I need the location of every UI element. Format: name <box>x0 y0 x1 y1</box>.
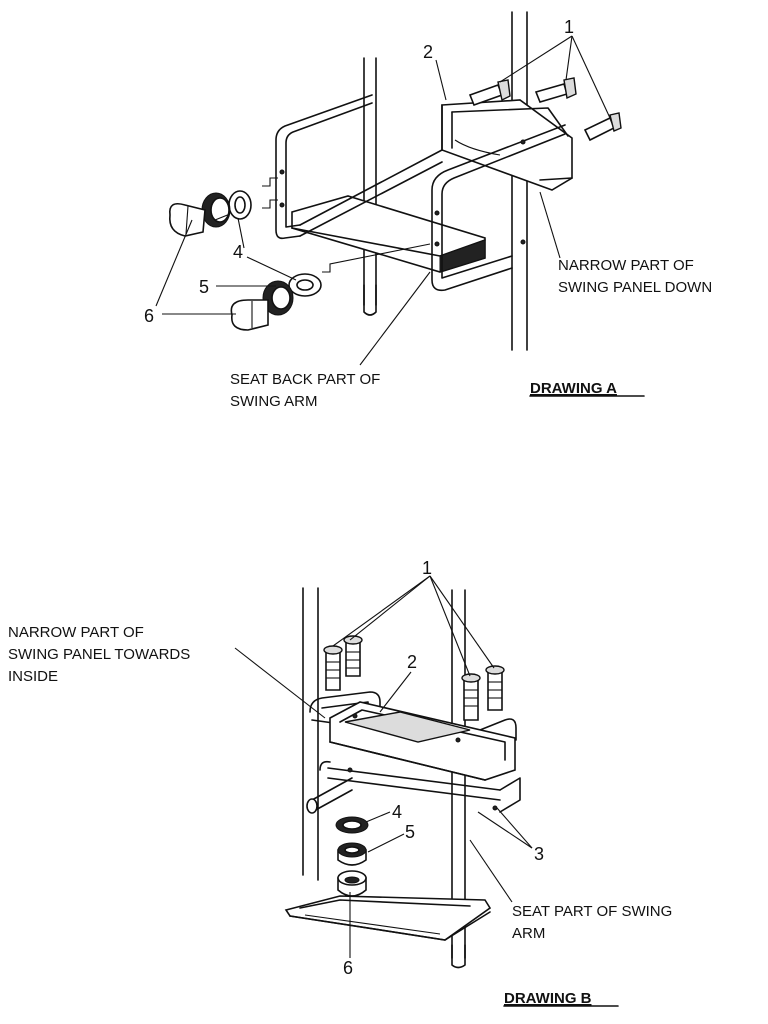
note-seat-b-line2: ARM <box>512 925 545 942</box>
note-narrow-b-line1: NARROW PART OF <box>8 624 144 641</box>
callout-b-4: 4 <box>392 802 402 822</box>
drawing-b: 1 2 3 4 5 6 NARROW PART OF SWING PANEL T… <box>8 558 672 1007</box>
leaders-a <box>155 35 611 366</box>
drawing-a: 1 2 4 5 6 NARROW PART OF SWING PANEL DOW… <box>144 11 712 410</box>
post-right-a <box>511 11 528 351</box>
seat-board-b <box>284 895 492 941</box>
washer-a-upper <box>228 190 252 220</box>
acorn-nut-b <box>337 870 367 897</box>
bolt-a-1 <box>468 79 511 107</box>
post-left-a <box>363 57 377 316</box>
acorn-nut-a-lower <box>230 299 269 331</box>
bolt-b-2 <box>343 635 363 677</box>
swing-panel-b <box>329 701 516 781</box>
swing-panel-a <box>441 99 573 191</box>
note-narrow-b-line2: SWING PANEL TOWARDS <box>8 646 190 663</box>
drawing-b-title: DRAWING B <box>504 990 592 1007</box>
note-narrow-a-line1: NARROW PART OF <box>558 257 694 274</box>
nut-b <box>337 842 367 866</box>
callout-a-5: 5 <box>199 277 209 297</box>
callout-b-3: 3 <box>534 844 544 864</box>
callout-a-2: 2 <box>423 42 433 62</box>
bolt-a-3 <box>583 112 622 142</box>
washer-b <box>335 816 369 834</box>
nut-a-upper <box>201 192 231 228</box>
post-left-b <box>302 587 319 881</box>
note-seatback-a-line1: SEAT BACK PART OF <box>230 371 380 388</box>
nut-a-lower <box>262 280 294 316</box>
callout-a-4: 4 <box>233 242 243 262</box>
bolt-b-1 <box>323 645 343 691</box>
callout-b-6: 6 <box>343 958 353 978</box>
leaders-b <box>234 575 533 958</box>
bolt-b-4 <box>485 665 505 711</box>
note-seat-b-line1: SEAT PART OF SWING <box>512 903 672 920</box>
bolt-b-3 <box>461 673 481 721</box>
drawing-a-title: DRAWING A <box>530 380 617 397</box>
swing-arm-lower-b <box>306 760 521 814</box>
acorn-nut-a-upper <box>168 202 206 237</box>
note-seatback-a-line2: SWING ARM <box>230 393 318 410</box>
note-narrow-a-line2: SWING PANEL DOWN <box>558 279 712 296</box>
callout-b-2: 2 <box>407 652 417 672</box>
callout-a-6: 6 <box>144 306 154 326</box>
seat-board-a <box>291 195 486 273</box>
bolt-a-2 <box>534 77 577 103</box>
callout-b-5: 5 <box>405 822 415 842</box>
swing-arm-right-a <box>431 124 566 292</box>
assembly-guides-a <box>262 177 431 273</box>
note-narrow-b-line3: INSIDE <box>8 668 58 685</box>
callout-a-1: 1 <box>564 17 574 37</box>
washer-a-lower <box>288 273 322 297</box>
callout-b-1: 1 <box>422 558 432 578</box>
swing-arm-left-a <box>275 94 443 240</box>
